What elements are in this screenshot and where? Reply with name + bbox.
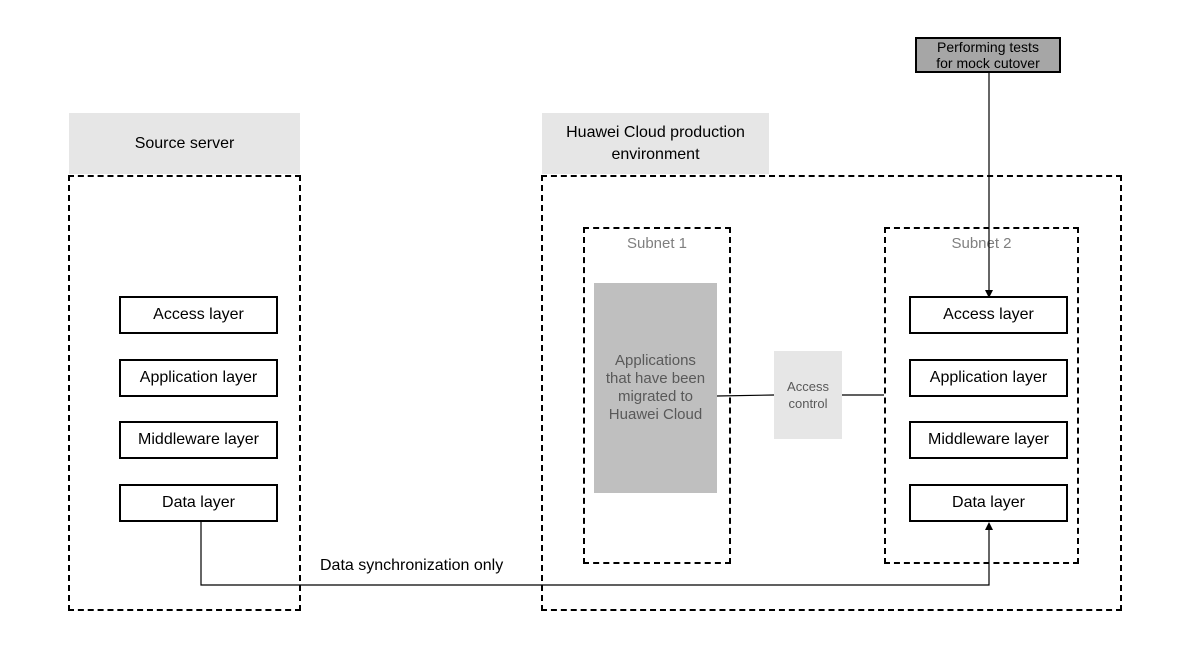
target-middleware-layer-label: Middleware layer [928,431,1049,448]
source-data-layer: Data layer [119,484,278,522]
source-application-layer-label: Application layer [139,369,258,386]
target-application-layer: Application layer [909,359,1068,397]
mock-cutover-tests-label: Performing tests for mock cutover [936,39,1040,71]
subnet-1-label: Subnet 1 [626,235,688,252]
subnet-2-label: Subnet 2 [951,235,1012,252]
target-application-layer-label: Application layer [929,369,1048,386]
source-data-layer-label: Data layer [162,494,235,511]
source-server-title: Source server [134,134,235,152]
access-control-box: Access control [774,351,842,439]
source-middleware-layer: Middleware layer [119,421,278,459]
target-access-layer-label: Access layer [943,306,1034,323]
source-server-header: Source server [69,113,300,174]
access-control-label: Access control [787,379,829,411]
cloud-env-frame [541,175,1122,611]
data-sync-label: Data synchronization only [320,557,504,574]
target-data-layer-label: Data layer [952,494,1025,511]
migrated-applications-box: Applications that have been migrated to … [594,283,717,493]
source-access-layer-label: Access layer [153,306,244,323]
source-server-frame [68,175,301,611]
target-data-layer: Data layer [909,484,1068,522]
cloud-env-title: Huawei Cloud production environment [566,123,745,163]
mock-cutover-tests-box: Performing tests for mock cutover [915,37,1061,73]
target-access-layer: Access layer [909,296,1068,334]
source-access-layer: Access layer [119,296,278,334]
migrated-applications-label: Applications that have been migrated to … [605,352,706,423]
source-application-layer: Application layer [119,359,278,397]
source-middleware-layer-label: Middleware layer [138,431,259,448]
cloud-env-header: Huawei Cloud production environment [542,113,769,174]
target-middleware-layer: Middleware layer [909,421,1068,459]
